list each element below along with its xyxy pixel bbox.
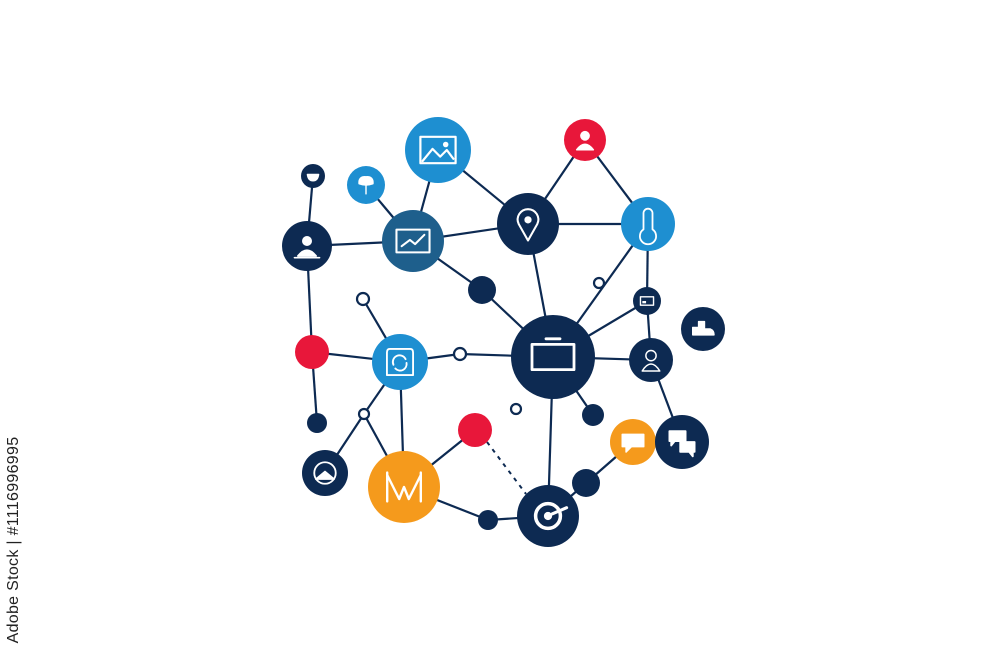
node-h4 [509,402,523,416]
junction-dot [357,407,371,421]
node-n21 [517,485,579,547]
person-icon [641,349,661,372]
node-circle [633,287,661,315]
node-n12 [629,338,673,382]
tree-icon [358,176,374,195]
node-n13 [681,307,725,351]
user-badge-icon [293,236,321,259]
node-n10 [511,315,595,399]
user-icon [575,130,595,151]
node-n22 [582,404,604,426]
node-h3 [357,407,371,421]
node-h1 [452,346,468,362]
node-n16 [307,413,327,433]
monitor-icon [530,337,576,371]
node-circle [458,413,492,447]
node-h5 [592,276,606,290]
bowl-icon [306,173,320,182]
node-n14 [372,334,428,390]
junction-dot [509,402,523,416]
map-pin-icon [516,208,540,242]
node-n20 [478,510,498,530]
node-circle [468,276,496,304]
node-circle [372,334,428,390]
node-n15 [295,335,329,369]
thermometer-icon [639,207,657,246]
node-n5 [382,210,444,272]
node-n9 [468,276,496,304]
chat-icon [621,433,645,453]
nodes-layer [282,117,725,547]
node-n11 [633,287,661,315]
node-circle [511,315,595,399]
dashed-edge-n19-n21 [486,441,527,495]
shoe-icon [691,320,715,336]
target-icon [533,501,569,531]
junction-dot [355,291,371,307]
node-circle [572,469,600,497]
bow-icon [386,471,422,503]
node-n8 [282,221,332,271]
node-n19 [458,413,492,447]
image-icon [419,135,457,165]
node-circle [295,335,329,369]
node-n3 [497,193,559,255]
node-circle [405,117,471,183]
node-n25 [655,415,709,469]
refresh-icon [385,347,415,377]
gauge-icon [313,461,337,485]
node-n7 [301,164,325,188]
node-circle [621,197,675,251]
node-n2 [564,119,606,161]
line-chart-icon [395,228,431,254]
node-circle [478,510,498,530]
node-n1 [405,117,471,183]
node-n24 [610,419,656,465]
node-circle [582,404,604,426]
node-circle [497,193,559,255]
node-circle [307,413,327,433]
node-circle [382,210,444,272]
node-n18 [368,451,440,523]
battery-icon [639,296,655,306]
node-n17 [302,450,348,496]
junction-dot [592,276,606,290]
node-n4 [621,197,675,251]
node-n23 [572,469,600,497]
node-h2 [355,291,371,307]
chat-bubbles-icon [668,430,696,458]
node-n6 [347,166,385,204]
junction-dot [452,346,468,362]
